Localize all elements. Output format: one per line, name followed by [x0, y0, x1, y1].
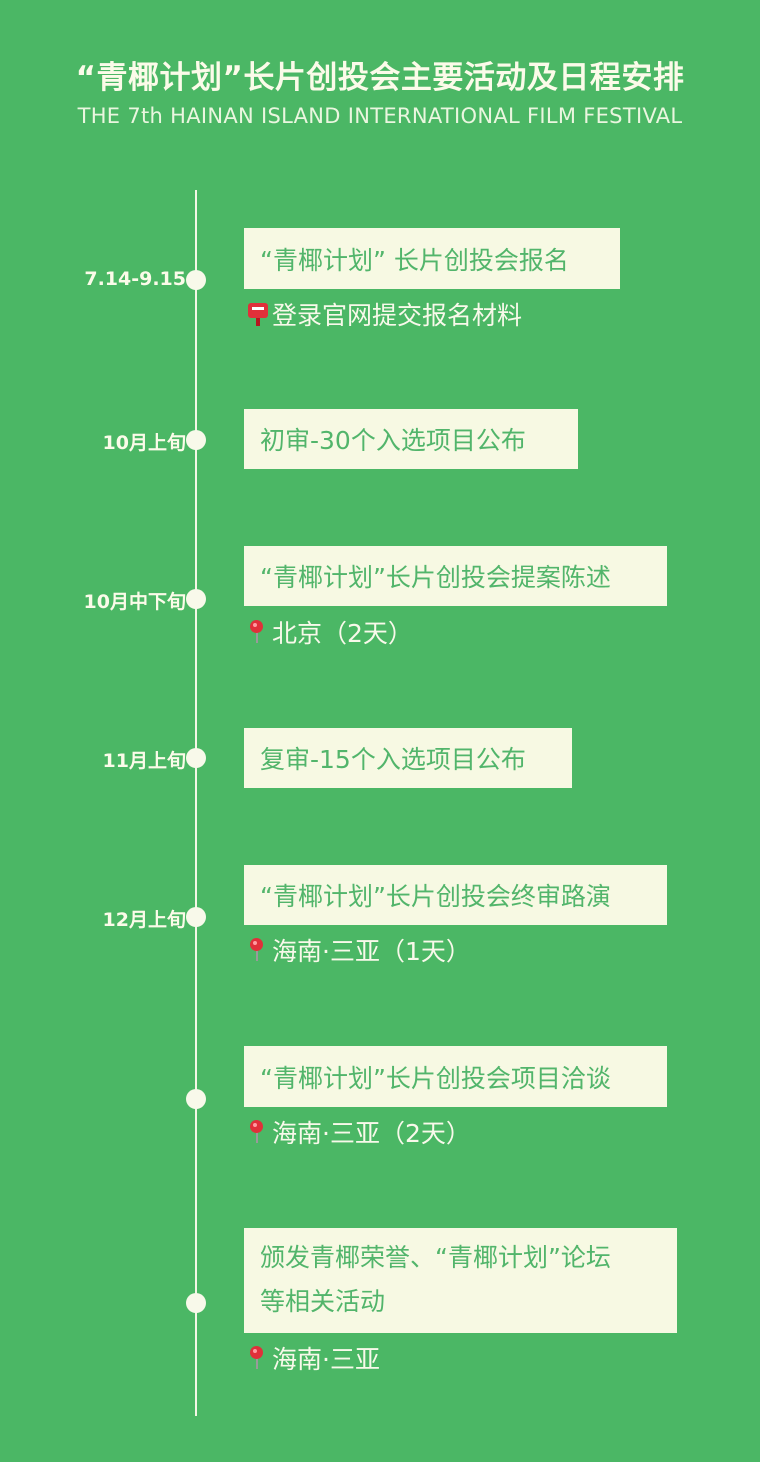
- timeline-dot: [186, 907, 206, 927]
- event-title-card: “青椰计划”长片创投会提案陈述: [244, 546, 667, 606]
- event-note-text: 登录官网提交报名材料: [272, 301, 523, 330]
- event-date: 11月上旬: [102, 750, 186, 772]
- event-date: 10月中下旬: [83, 591, 186, 613]
- event-title: 复审-15个入选项目公布: [260, 745, 526, 774]
- pin-icon: [246, 1345, 270, 1371]
- event-note: 北京（2天）: [246, 614, 413, 650]
- event-note: 海南·三亚（1天）: [246, 932, 471, 968]
- event-note: 海南·三亚（2天）: [246, 1114, 471, 1150]
- event-note: 海南·三亚: [246, 1340, 380, 1376]
- timeline-dot: [186, 1089, 206, 1109]
- timeline-dot: [186, 748, 206, 768]
- event-title: 初审-30个入选项目公布: [260, 426, 526, 455]
- event-date: 7.14-9.15: [84, 268, 186, 290]
- event-title-card: “青椰计划”长片创投会终审路演: [244, 865, 667, 925]
- page-title: “青椰计划”长片创投会主要活动及日程安排: [75, 60, 685, 96]
- event-title: “青椰计划”长片创投会终审路演: [260, 882, 611, 911]
- event-title-card: 初审-30个入选项目公布: [244, 409, 578, 469]
- event-note-text: 海南·三亚（2天）: [272, 1119, 471, 1148]
- event-note: 登录官网提交报名材料: [246, 296, 522, 332]
- event-date: 10月上旬: [102, 432, 186, 454]
- event-note-text: 海南·三亚: [272, 1345, 380, 1374]
- event-title-card: “青椰计划” 长片创投会报名: [244, 228, 620, 289]
- event-title-line: 等相关活动: [260, 1287, 386, 1316]
- event-title: “青椰计划”长片创投会提案陈述: [260, 563, 611, 592]
- pin-icon: [246, 937, 270, 963]
- event-title-card: 复审-15个入选项目公布: [244, 728, 572, 788]
- event-note-text: 北京（2天）: [272, 619, 413, 648]
- timeline-dot: [186, 430, 206, 450]
- event-title: “青椰计划”长片创投会项目洽谈: [260, 1063, 611, 1093]
- event-note-text: 海南·三亚（1天）: [272, 937, 471, 966]
- event-date: 12月上旬: [102, 909, 186, 931]
- timeline-line: [195, 190, 197, 1416]
- event-title-card: “青椰计划”长片创投会项目洽谈: [244, 1046, 667, 1107]
- event-title: “青椰计划” 长片创投会报名: [260, 245, 569, 275]
- timeline-dot: [186, 589, 206, 609]
- page-subtitle: THE 7th HAINAN ISLAND INTERNATIONAL FILM…: [77, 104, 683, 128]
- event-title-line: 颁发青椰荣誉、“青椰计划”论坛: [260, 1243, 611, 1272]
- pin-icon: [246, 1119, 270, 1145]
- event-title-card: 颁发青椰荣誉、“青椰计划”论坛 等相关活动: [244, 1228, 677, 1333]
- pin-icon: [246, 619, 270, 645]
- postbox-icon: [246, 301, 270, 327]
- timeline-dot: [186, 270, 206, 290]
- timeline-dot: [186, 1293, 206, 1313]
